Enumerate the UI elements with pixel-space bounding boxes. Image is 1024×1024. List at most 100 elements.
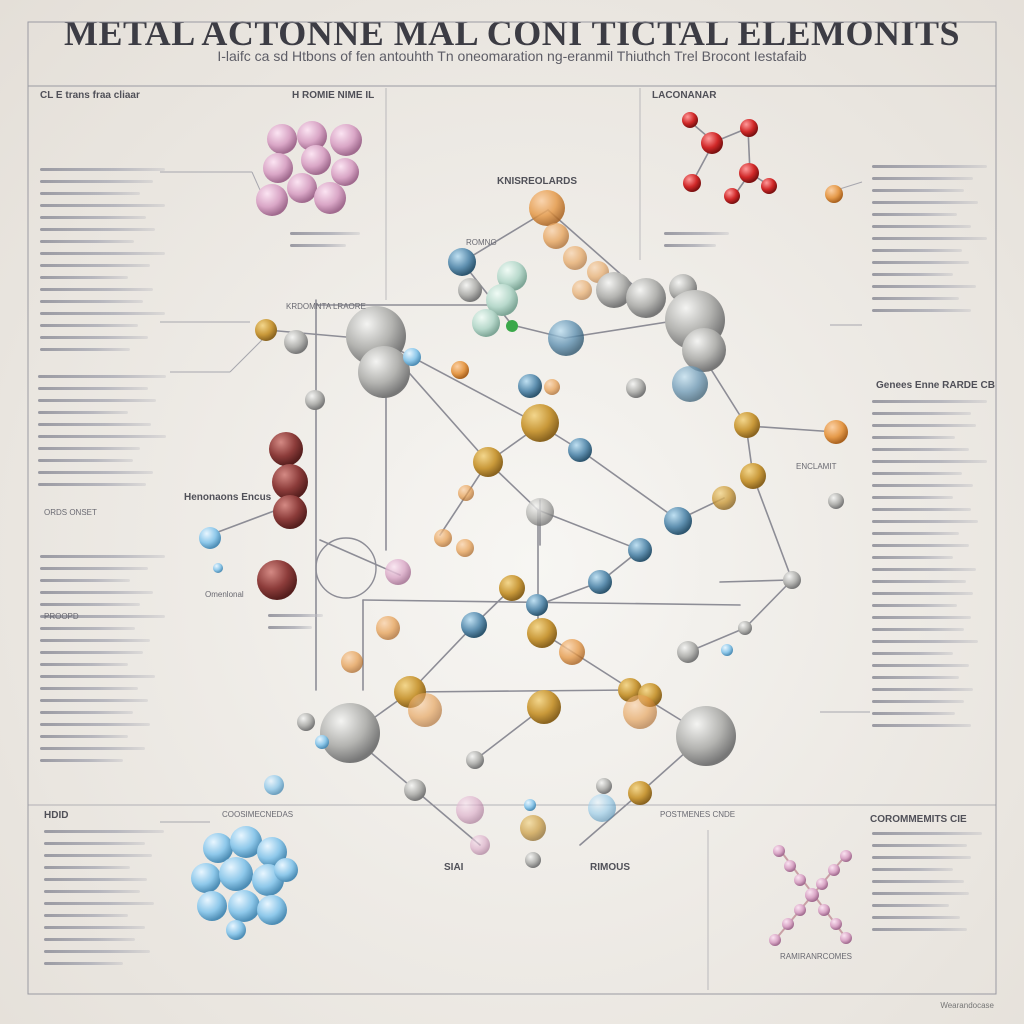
lightblue-atom [721, 644, 733, 656]
blue-atom [548, 320, 584, 356]
orange-atom [458, 485, 474, 501]
gray-atom [358, 346, 410, 398]
pink-atom [456, 796, 484, 824]
pink-atom [830, 918, 842, 930]
orange-atom [563, 246, 587, 270]
gray-atom [525, 852, 541, 868]
lightblue-atom [274, 858, 298, 882]
blue-atom [588, 570, 612, 594]
orange-atom [529, 190, 565, 226]
small-label-center-1: ROMNG [466, 238, 497, 247]
blue-atom [518, 374, 542, 398]
frame-lines [27, 21, 997, 995]
orange-atom [408, 693, 442, 727]
lightblue-atom [228, 890, 260, 922]
green-atom [506, 320, 518, 332]
gray-atom [596, 272, 632, 308]
gray-atom [828, 493, 844, 509]
orange-atom [434, 529, 452, 547]
gray-atom [466, 751, 484, 769]
lightblue-atom [264, 775, 284, 795]
poster-footer: Wearandocase [940, 1001, 994, 1010]
lightblue-atom [199, 527, 221, 549]
left-mid-label-4: PROOPD [44, 612, 79, 621]
lightblue-atom [588, 794, 616, 822]
lightblue-atom [257, 895, 287, 925]
red-atom [683, 174, 701, 192]
mint-atom [472, 309, 500, 337]
left-text-block-4 [44, 830, 164, 974]
left-mid-label-2: Omenlonal [205, 590, 244, 599]
pink-atom [818, 904, 830, 916]
section-label-bottom-right: COROMMEMITS CIE [870, 814, 967, 825]
gold-atom [712, 486, 736, 510]
orange-atom [544, 379, 560, 395]
atoms [191, 112, 852, 946]
gold-atom [499, 575, 525, 601]
left-mid-label-1: Henonaons Encus [184, 492, 272, 503]
center-text-snippet-3 [268, 614, 323, 638]
red-atom [273, 495, 307, 529]
lightblue-atom [203, 833, 233, 863]
pink-atom [794, 874, 806, 886]
gray-atom [682, 328, 726, 372]
red-atom [269, 432, 303, 466]
lightblue-atom [219, 857, 253, 891]
blue-atom [672, 366, 708, 402]
red-atom [701, 132, 723, 154]
left-text-block-3 [40, 555, 165, 771]
blue-atom [568, 438, 592, 462]
orange-atom [543, 223, 569, 249]
gray-atom [676, 706, 736, 766]
section-label-top-left: CL E trans fraa cliaar [40, 90, 140, 101]
bottom-label-left: SIAI [444, 862, 464, 873]
pink-atom [782, 918, 794, 930]
orange-atom [559, 639, 585, 665]
right-text-block-1 [872, 165, 987, 321]
gray-atom [596, 778, 612, 794]
lightblue-atom [315, 735, 329, 749]
right-mid-small-label: ENCLAMIT [796, 462, 837, 471]
pink-atom [840, 932, 852, 944]
orange-atom [825, 185, 843, 203]
pink-atom [256, 184, 288, 216]
red-atom [740, 119, 758, 137]
pink-atom [828, 864, 840, 876]
right-text-block-2 [872, 400, 987, 736]
lightblue-atom [191, 863, 221, 893]
gold-atom [255, 319, 277, 341]
poster-title: METAL ACTONNE MAL CONI TICTAL ELEMONITS [63, 13, 961, 53]
mint-atom [497, 261, 527, 291]
left-text-block-2 [38, 375, 166, 495]
pink-atom [805, 888, 819, 902]
gold-atom [527, 690, 561, 724]
pink-atom [784, 860, 796, 872]
section-label-bottom-left: HDID [44, 810, 69, 821]
red-atom [761, 178, 777, 194]
gray-atom [783, 571, 801, 589]
gray-atom [284, 330, 308, 354]
pink-atom [816, 878, 828, 890]
pink-atom [267, 124, 297, 154]
red-atom [724, 188, 740, 204]
gold-atom [734, 412, 760, 438]
left-text-block-1 [40, 168, 165, 360]
lightblue-atom [257, 837, 287, 867]
orange-atom [824, 420, 848, 444]
lightblue-atom [226, 920, 246, 940]
gray-atom [626, 278, 666, 318]
pink-atom [794, 904, 806, 916]
gold-atom [521, 404, 559, 442]
left-mid-label-3: ORDS ONSET [44, 508, 97, 517]
gray-atom [297, 713, 315, 731]
orange-atom [376, 616, 400, 640]
section-label-top-right: LACONANAR [652, 90, 717, 101]
gray-atom [526, 498, 554, 526]
lightblue-atom [230, 826, 262, 858]
center-top-label: KNISREOLARDS [497, 176, 578, 187]
gray-atom [320, 703, 380, 763]
orange-atom [572, 280, 592, 300]
blue-atom [664, 507, 692, 535]
pink-atom [769, 934, 781, 946]
